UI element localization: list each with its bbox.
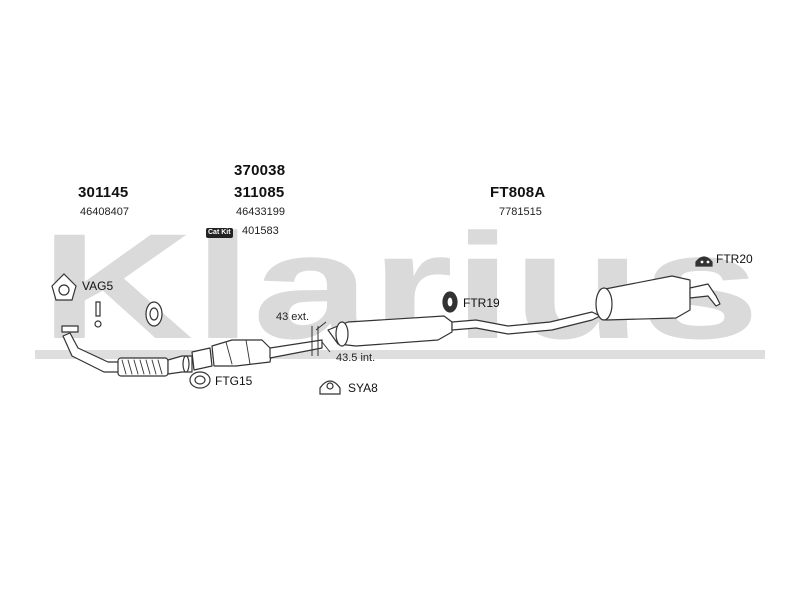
catalyst-part-number-secondary: 311085 — [234, 184, 285, 201]
front-pipe — [61, 325, 193, 377]
cat-kit-badge: Cat Kit — [206, 228, 233, 238]
rubber-mount-icon — [442, 291, 458, 313]
front-pipe-part-number: 301145 — [78, 184, 129, 201]
dimension-int-label: 43.5 int. — [336, 352, 376, 364]
gasket-icon — [51, 273, 77, 301]
watermark-band — [35, 350, 765, 359]
sya-fitting-label: SYA8 — [348, 381, 378, 395]
clamp-icon — [319, 380, 341, 395]
ring-gasket-icon — [189, 371, 211, 389]
ftg-fitting-label: FTG15 — [215, 374, 253, 388]
catalyst-part-number-primary: 370038 — [234, 162, 286, 179]
rear-system-oe-number: 7781515 — [499, 206, 542, 218]
cat-kit-number: 401583 — [242, 225, 279, 237]
vag-fitting-label: VAG5 — [82, 279, 114, 293]
catalyst-oe-number: 46433199 — [236, 206, 285, 218]
rear-silencer — [595, 275, 721, 321]
catalytic-converter — [191, 339, 323, 371]
bolt-icon — [94, 301, 102, 328]
ftr20-fitting-label: FTR20 — [716, 252, 753, 266]
hanger-rubber-icon — [695, 256, 713, 267]
centre-silencer — [327, 311, 601, 347]
front-pipe-oe-number: 46408407 — [80, 206, 129, 218]
rear-system-part-number: FT808A — [490, 184, 546, 201]
flange-ring-icon — [145, 301, 163, 327]
dimension-ext-label: 43 ext. — [276, 311, 310, 323]
ftr19-fitting-label: FTR19 — [463, 296, 500, 310]
dimension-marks — [311, 321, 331, 356]
